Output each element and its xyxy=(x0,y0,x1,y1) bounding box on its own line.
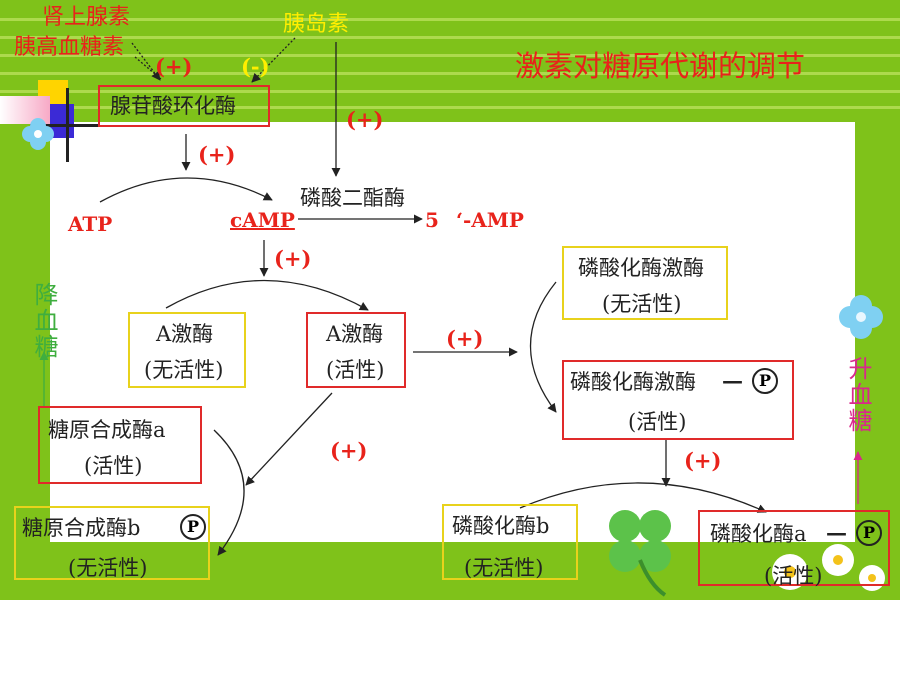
kinase-inactive-state: (无活性) xyxy=(602,292,682,316)
hormone-glucagon: 胰高血糖素 xyxy=(14,35,125,60)
adenylate-cyclase-label: 腺苷酸环化酶 xyxy=(110,94,236,118)
adenylate-cyclase-box: 腺苷酸环化酶 xyxy=(98,85,270,127)
sign-plus-pka: (+) xyxy=(446,326,484,351)
synthase-phosphate-icon: P xyxy=(180,514,206,540)
flower-left-icon xyxy=(22,118,54,150)
sign-plus-cyclase: (+) xyxy=(198,142,236,167)
kinase-inactive-box: 磷酸化酶激酶 (无活性) xyxy=(562,246,728,320)
slide-background: 肾上腺素 胰高血糖素 胰岛素 (+) (-) 激素对糖原代谢的调节 腺苷酸环化酶… xyxy=(0,0,900,600)
phosphorylase-b-name: 磷酸化酶b xyxy=(452,514,550,538)
pka-inactive-box: A激酶 (无活性) xyxy=(128,312,246,388)
hormone-adrenaline: 肾上腺素 xyxy=(42,5,131,30)
synthase-b-box: 糖原合成酶b P (无活性) xyxy=(14,506,210,580)
raise-glucose-label: 升血糖 xyxy=(844,356,872,434)
content-panel xyxy=(50,122,855,542)
phosphorylase-a-name: 磷酸化酶a xyxy=(710,522,807,546)
flower-right-icon xyxy=(839,295,883,339)
kinase-phosphate-icon: P xyxy=(752,368,778,394)
lower-glucose-label: 降血糖 xyxy=(30,282,58,360)
pka-active-box: A激酶 (活性) xyxy=(306,312,406,388)
phosphorylase-phosphate-dash: — xyxy=(826,520,847,545)
sign-plus-camp: (+) xyxy=(274,246,312,271)
phosphodiesterase-label: 磷酸二酯酶 xyxy=(300,186,405,210)
atp-label: ATP xyxy=(68,212,113,236)
amp-prefix-label: 5 xyxy=(425,208,439,232)
pka-inactive-state: (无活性) xyxy=(144,358,224,382)
kinase-inactive-name: 磷酸化酶激酶 xyxy=(578,256,704,280)
amp-label: ‘-AMP xyxy=(456,208,524,232)
phosphorylase-b-box: 磷酸化酶b (无活性) xyxy=(442,504,578,580)
phosphorylase-a-state: (活性) xyxy=(764,564,823,588)
sign-plus-insulin: (+) xyxy=(346,107,384,132)
kinase-phosphate-dash: — xyxy=(722,368,743,393)
sign-plus-glucagon: (+) xyxy=(155,54,193,79)
kinase-active-box: 磷酸化酶激酶 — P (活性) xyxy=(562,360,794,440)
sign-plus-phosphorylase: (+) xyxy=(684,448,722,473)
sign-minus-insulin: (-) xyxy=(241,54,270,79)
page-title: 激素对糖原代谢的调节 xyxy=(515,49,806,83)
synthase-b-state: (无活性) xyxy=(68,556,148,580)
decor-line xyxy=(30,124,98,127)
synthase-a-state: (活性) xyxy=(84,454,143,478)
kinase-active-name: 磷酸化酶激酶 xyxy=(570,370,696,394)
pka-active-name: A激酶 xyxy=(326,322,384,346)
synthase-a-name: 糖原合成酶a xyxy=(48,418,166,442)
sign-plus-synthase: (+) xyxy=(330,438,368,463)
kinase-active-state: (活性) xyxy=(628,410,687,434)
decor-line-vertical xyxy=(66,88,69,162)
bottom-band xyxy=(0,545,900,600)
synthase-b-name: 糖原合成酶b xyxy=(22,516,141,540)
pka-active-state: (活性) xyxy=(326,358,385,382)
hormone-insulin: 胰岛素 xyxy=(283,12,350,37)
pka-inactive-name: A激酶 xyxy=(156,322,214,346)
camp-label: cAMP xyxy=(230,208,295,232)
phosphorylase-b-state: (无活性) xyxy=(464,556,544,580)
diagram-connectors xyxy=(22,37,885,597)
clover-icon xyxy=(609,510,671,597)
phosphorylase-phosphate-icon: P xyxy=(856,520,882,546)
synthase-a-box: 糖原合成酶a (活性) xyxy=(38,406,202,484)
phosphorylase-a-box: 磷酸化酶a — P (活性) xyxy=(698,510,890,588)
